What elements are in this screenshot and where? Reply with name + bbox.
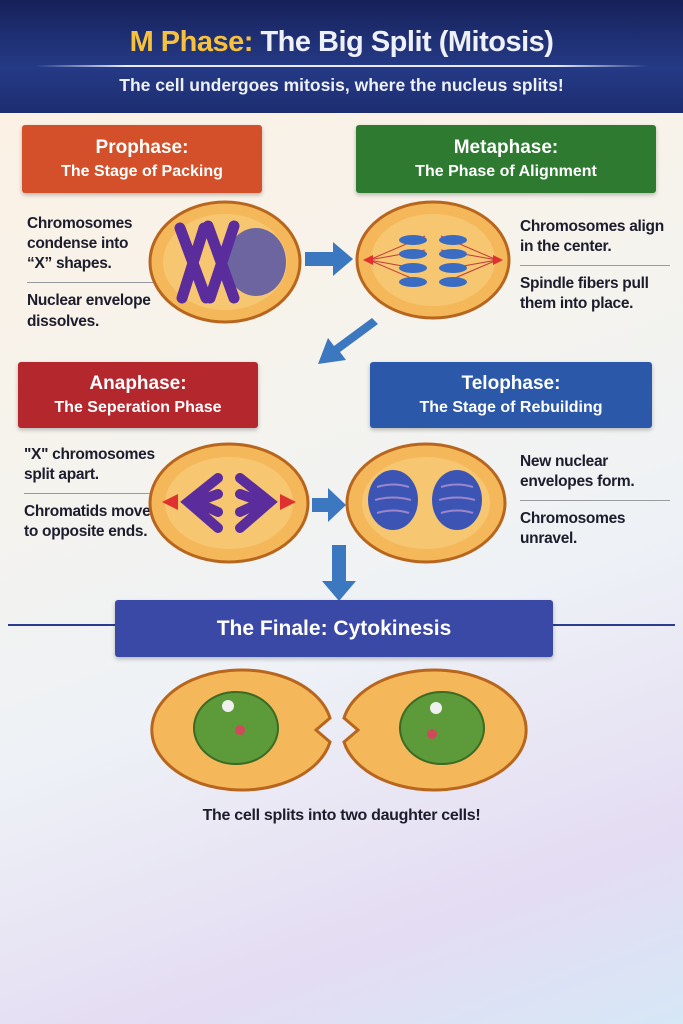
header-divider (35, 65, 648, 67)
title-highlight: M Phase: (129, 26, 254, 58)
note: Chromosomes unravel. (520, 510, 626, 548)
phase-subtitle: The Seperation Phase (54, 399, 222, 416)
cytokinesis-cells-illustration (150, 668, 528, 792)
metaphase-cell-illustration (355, 200, 511, 320)
metaphase-banner: Metaphase: The Phase of Alignment (356, 125, 656, 193)
divider-right (550, 624, 675, 626)
divider (520, 500, 670, 502)
arrow-right-icon (312, 488, 346, 522)
prophase-cell-illustration (148, 200, 302, 324)
anaphase-notes: "X" chromosomes split apart. Chromatids … (24, 445, 164, 543)
metaphase-notes: Chromosomes align in the center. Spindle… (520, 217, 670, 315)
phase-subtitle: The Stage of Packing (61, 163, 223, 180)
divider-left (8, 624, 118, 626)
title-rest: The Big Split (Mitosis) (252, 26, 554, 58)
phase-title: Metaphase: (453, 137, 559, 158)
arrow-right-icon (305, 242, 353, 276)
anaphase-banner: Anaphase: The Seperation Phase (18, 362, 258, 428)
page-subtitle: The cell undergoes mitosis, where the nu… (119, 75, 564, 95)
finale-caption: The cell splits into two daughter cells! (202, 807, 481, 824)
header-banner (0, 0, 683, 113)
page-title: M Phase: The Big Split (Mitosis) (0, 26, 683, 59)
cytokinesis-banner: The Finale: Cytokinesis (115, 600, 553, 657)
note: Nuclear envelope dissolves. (27, 292, 151, 330)
phase-subtitle: The Phase of Alignment (415, 163, 597, 180)
divider (24, 493, 164, 495)
note: New nuclear envelopes form. (520, 453, 635, 491)
prophase-banner: Prophase: The Stage of Packing (22, 125, 262, 193)
arrow-down-icon (322, 545, 356, 601)
divider (27, 282, 157, 284)
divider (520, 265, 670, 267)
note: Chromosomes condense into “X” shapes. (27, 215, 133, 273)
note: "X" chromosomes split apart. (24, 446, 155, 484)
prophase-notes: Chromosomes condense into “X” shapes. Nu… (27, 214, 157, 332)
note: Chromatids move to opposite ends. (24, 503, 151, 541)
finale-title: The Finale: Cytokinesis (216, 616, 452, 640)
telophase-notes: New nuclear envelopes form. Chromosomes … (520, 452, 670, 550)
note: Chromosomes align in the center. (520, 218, 664, 256)
phase-subtitle: The Stage of Rebuilding (419, 399, 603, 416)
telophase-banner: Telophase: The Stage of Rebuilding (370, 362, 652, 428)
note: Spindle fibers pull them into place. (520, 275, 649, 313)
telophase-cell-illustration (345, 442, 507, 564)
phase-title: Anaphase: (89, 373, 187, 394)
arrow-down-left-icon (318, 318, 378, 364)
anaphase-cell-illustration (148, 442, 310, 564)
phase-title: Telophase: (461, 373, 561, 394)
phase-title: Prophase: (95, 137, 189, 158)
